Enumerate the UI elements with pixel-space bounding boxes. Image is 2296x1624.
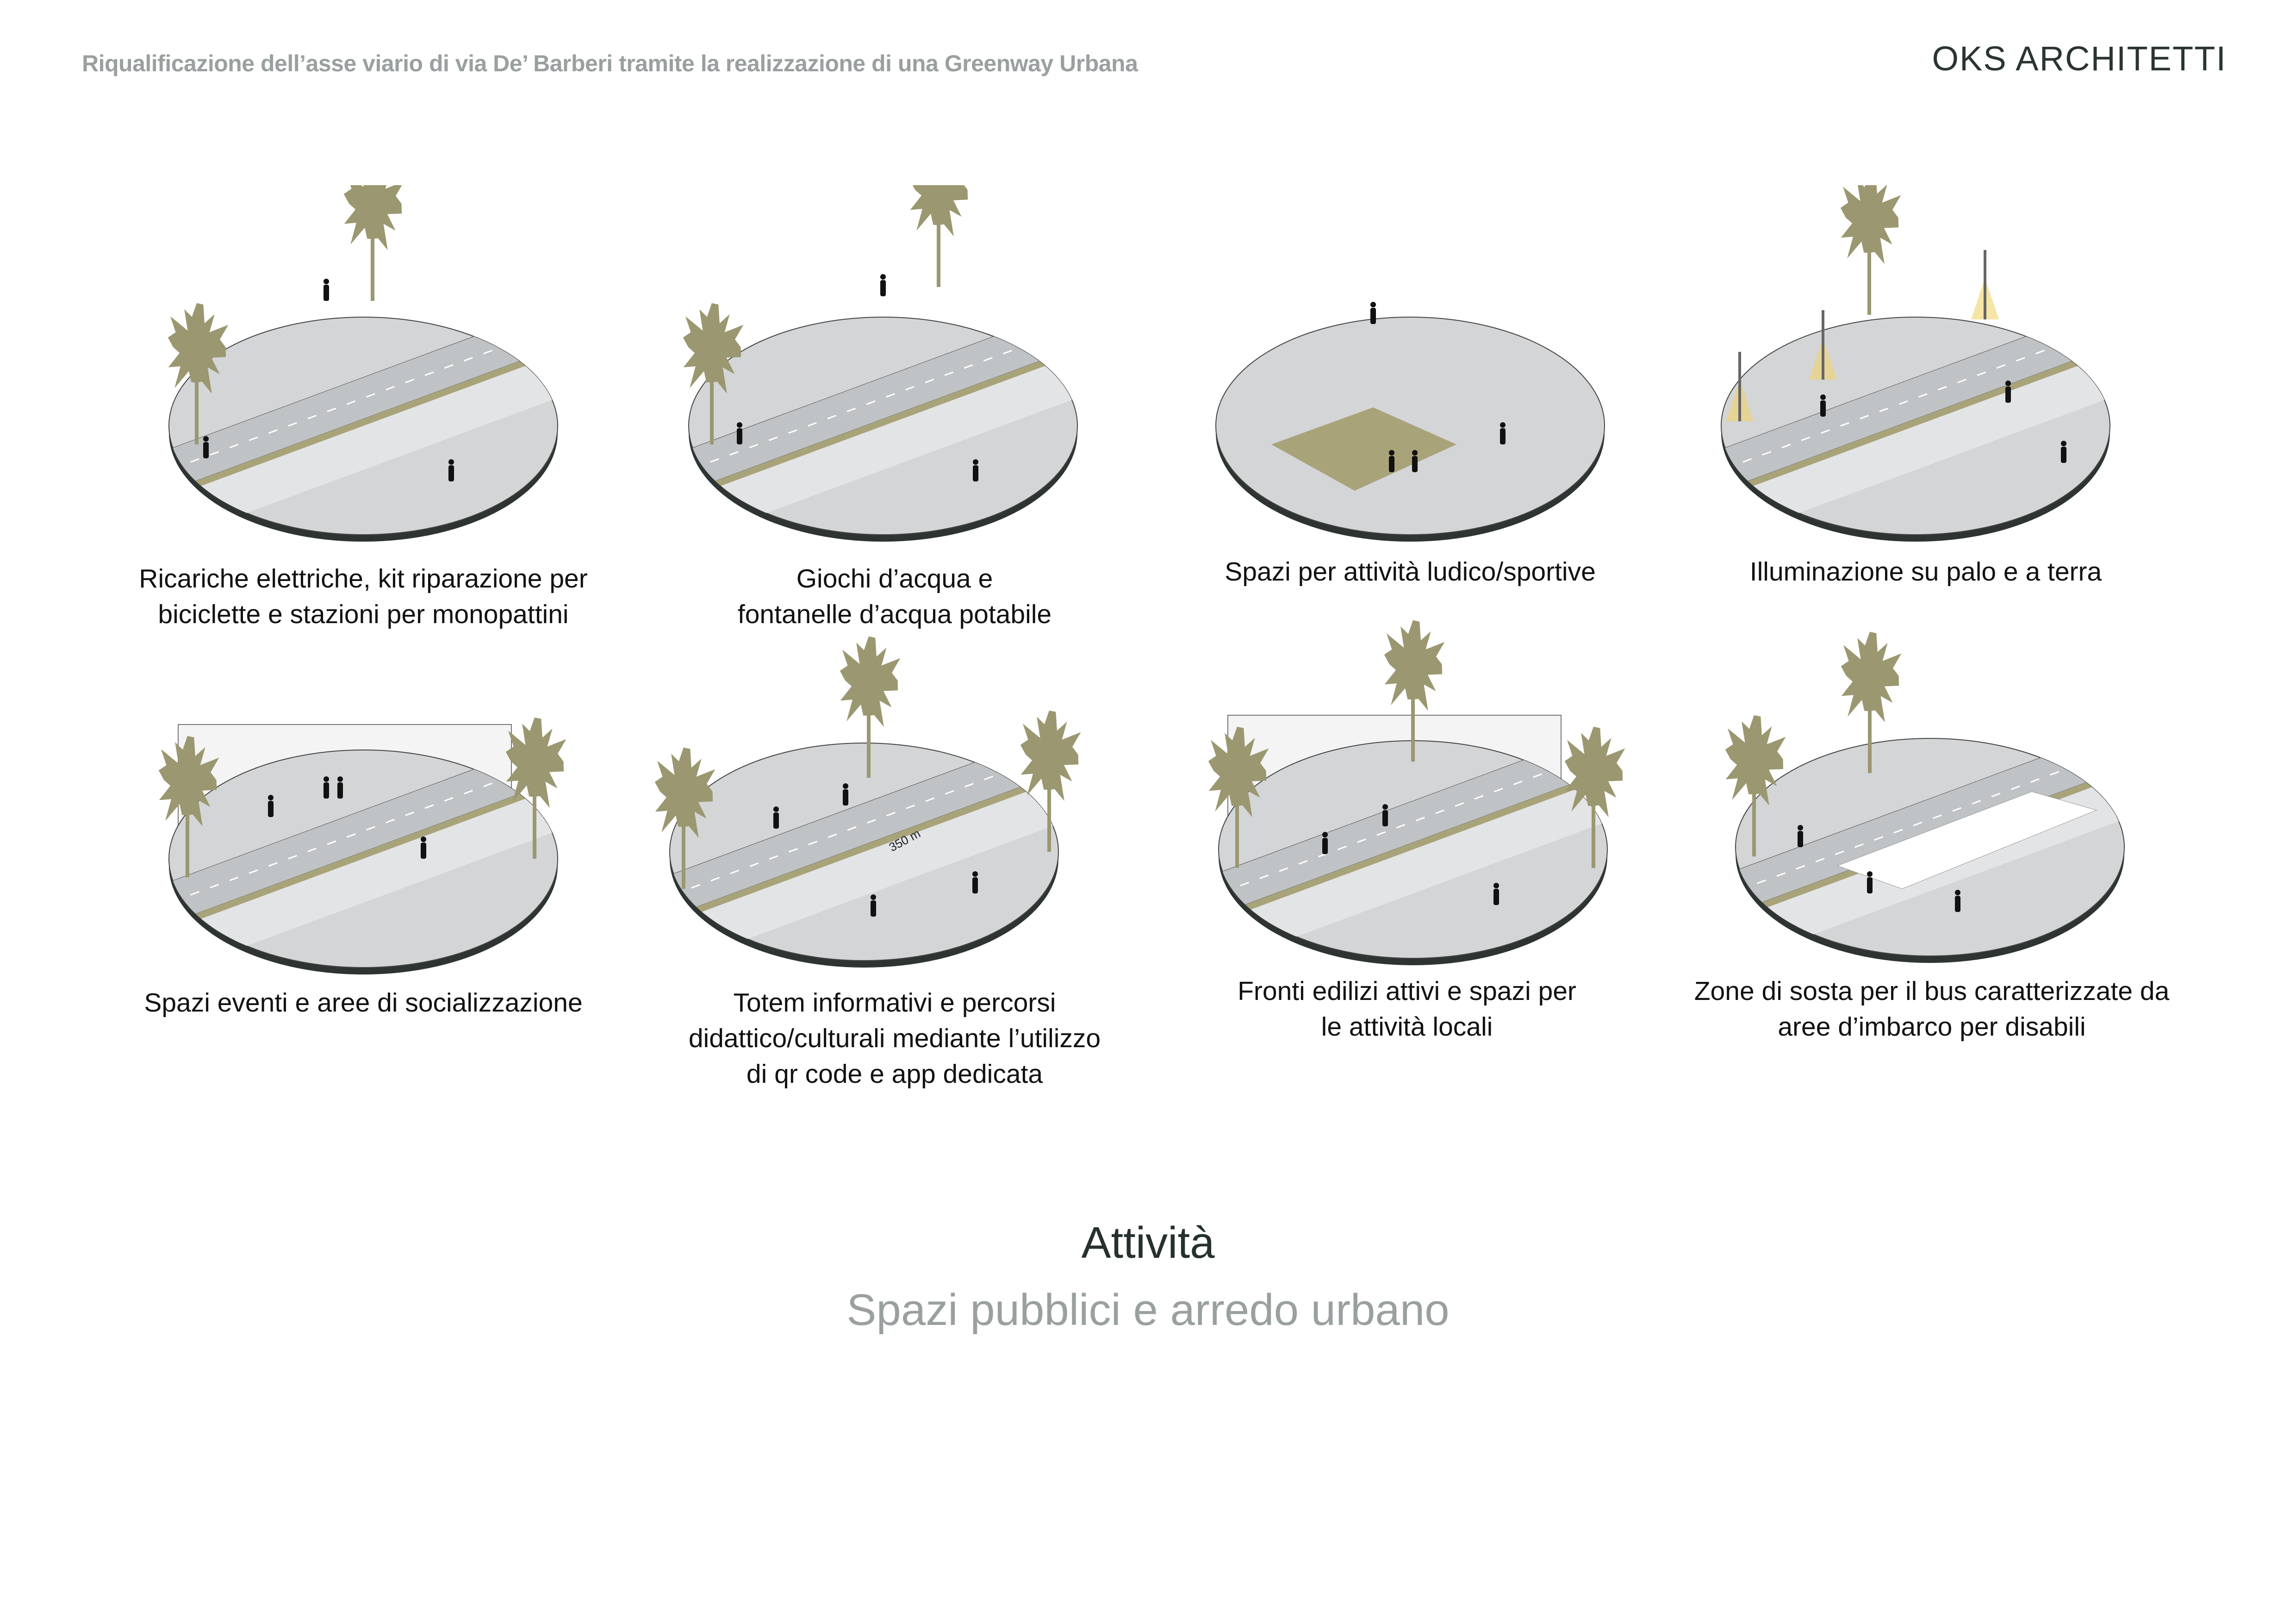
caption-line: Zone di sosta per il bus caratterizzate … — [1694, 976, 2170, 1006]
person-icon — [2061, 441, 2066, 463]
tree-icon — [654, 747, 716, 889]
tree-icon — [1384, 620, 1445, 762]
street-section — [1721, 317, 2110, 535]
person-icon — [1322, 832, 1328, 854]
tree-icon — [840, 636, 901, 778]
tree-icon — [683, 303, 744, 444]
caption-line: fontanelle d’acqua potabile — [737, 600, 1052, 629]
person-icon — [1389, 450, 1394, 472]
caption-water-games: Giochi d’acqua e fontanelle d’acqua potab… — [628, 561, 1161, 632]
person-icon — [1382, 804, 1388, 826]
tree-icon — [1840, 185, 1901, 315]
caption-line: didattico/culturali mediante l’utilizzo — [688, 1024, 1101, 1053]
person-icon — [448, 459, 454, 481]
studio-logo: OKS ARCHITETTI — [1932, 39, 2227, 78]
project-title: Riqualificazione dell’asse viario di via… — [82, 50, 1138, 76]
person-icon — [972, 871, 978, 893]
person-icon — [871, 894, 876, 917]
person-icon — [337, 776, 343, 799]
caption-line: Giochi d’acqua e — [796, 564, 993, 593]
person-icon — [737, 422, 742, 444]
caption-events-space: Spazi eventi e aree di socializzazione — [97, 985, 629, 1021]
street-section — [169, 317, 558, 535]
caption-line: Spazi per attività ludico/sportive — [1225, 557, 1596, 587]
illustration-active-frontages — [1182, 609, 1644, 979]
illustration-info-totems: 350 m — [633, 611, 1095, 981]
tree-icon — [343, 185, 402, 301]
lamp-post-icon — [1822, 310, 1824, 380]
illustration-events-space — [132, 618, 595, 988]
person-icon — [1493, 883, 1499, 905]
bus-shelter-roof — [1836, 791, 2097, 889]
section-title: Attività — [1081, 1218, 1215, 1268]
caption-line: Totem informativi e percorsi — [733, 988, 1056, 1018]
caption-line: Illuminazione su palo e a terra — [1749, 557, 2102, 587]
person-icon — [203, 436, 209, 458]
tree-icon — [1208, 726, 1269, 868]
caption-lighting: Illuminazione su palo e a terra — [1660, 554, 2192, 590]
street-section — [689, 317, 1077, 535]
person-icon — [1412, 450, 1418, 472]
caption-line: di qr code e app dedicata — [746, 1059, 1043, 1089]
caption-line: Ricariche elettriche, kit riparazione pe… — [139, 564, 588, 593]
person-icon — [1500, 422, 1506, 444]
caption-ev-charging: Ricariche elettriche, kit riparazione pe… — [97, 561, 629, 632]
person-icon — [268, 795, 274, 817]
person-icon — [2005, 381, 2011, 403]
person-icon — [843, 783, 848, 806]
caption-line: le attività locali — [1321, 1012, 1493, 1042]
caption-bus-stop: Zone di sosta per il bus caratterizzate … — [1666, 974, 2198, 1045]
tree-icon — [505, 717, 566, 859]
person-icon — [973, 459, 978, 481]
illustration-bus-stop — [1699, 606, 2161, 977]
illustration-ev-charging — [132, 185, 595, 556]
tree-icon — [1020, 710, 1081, 852]
section-subtitle: Spazi pubblici e arredo urbano — [846, 1285, 1450, 1335]
caption-line: Fronti edilizi attivi e spazi per — [1238, 976, 1576, 1006]
street-section — [1271, 407, 1456, 491]
caption-active-frontages: Fronti edilizi attivi e spazi per le atti… — [1141, 974, 1673, 1045]
street-section — [670, 743, 1058, 961]
lamp-post-icon — [1984, 250, 1986, 319]
tree-icon — [910, 185, 968, 287]
illustration-play-sport — [1179, 185, 1642, 556]
person-icon — [324, 279, 329, 301]
person-icon — [1955, 890, 1960, 912]
person-icon — [880, 274, 886, 296]
tree-icon — [1564, 726, 1625, 868]
illustration-water-games — [652, 185, 1114, 556]
person-icon — [1798, 825, 1803, 847]
person-icon — [421, 837, 426, 859]
tree-icon — [158, 736, 219, 877]
caption-play-sport: Spazi per attività ludico/sportive — [1144, 554, 1676, 590]
tree-icon — [168, 303, 229, 444]
caption-line: biciclette e stazioni per monopattini — [158, 600, 569, 629]
illustration-lighting — [1684, 185, 2147, 556]
caption-line: aree d’imbarco per disabili — [1778, 1012, 2086, 1042]
street-section — [169, 750, 558, 968]
tree-icon — [1841, 631, 1902, 773]
person-icon — [1370, 302, 1376, 324]
street-section — [1219, 741, 1607, 958]
person-icon — [324, 776, 329, 799]
caption-line: Spazi eventi e aree di socializzazione — [144, 988, 583, 1018]
lamp-post-icon — [1738, 352, 1741, 421]
tree-icon — [1725, 715, 1786, 856]
person-icon — [773, 806, 779, 829]
person-icon — [1820, 394, 1826, 417]
person-icon — [1867, 871, 1873, 893]
caption-info-totems: Totem informativi e percorsi didattico/cu… — [628, 985, 1161, 1092]
